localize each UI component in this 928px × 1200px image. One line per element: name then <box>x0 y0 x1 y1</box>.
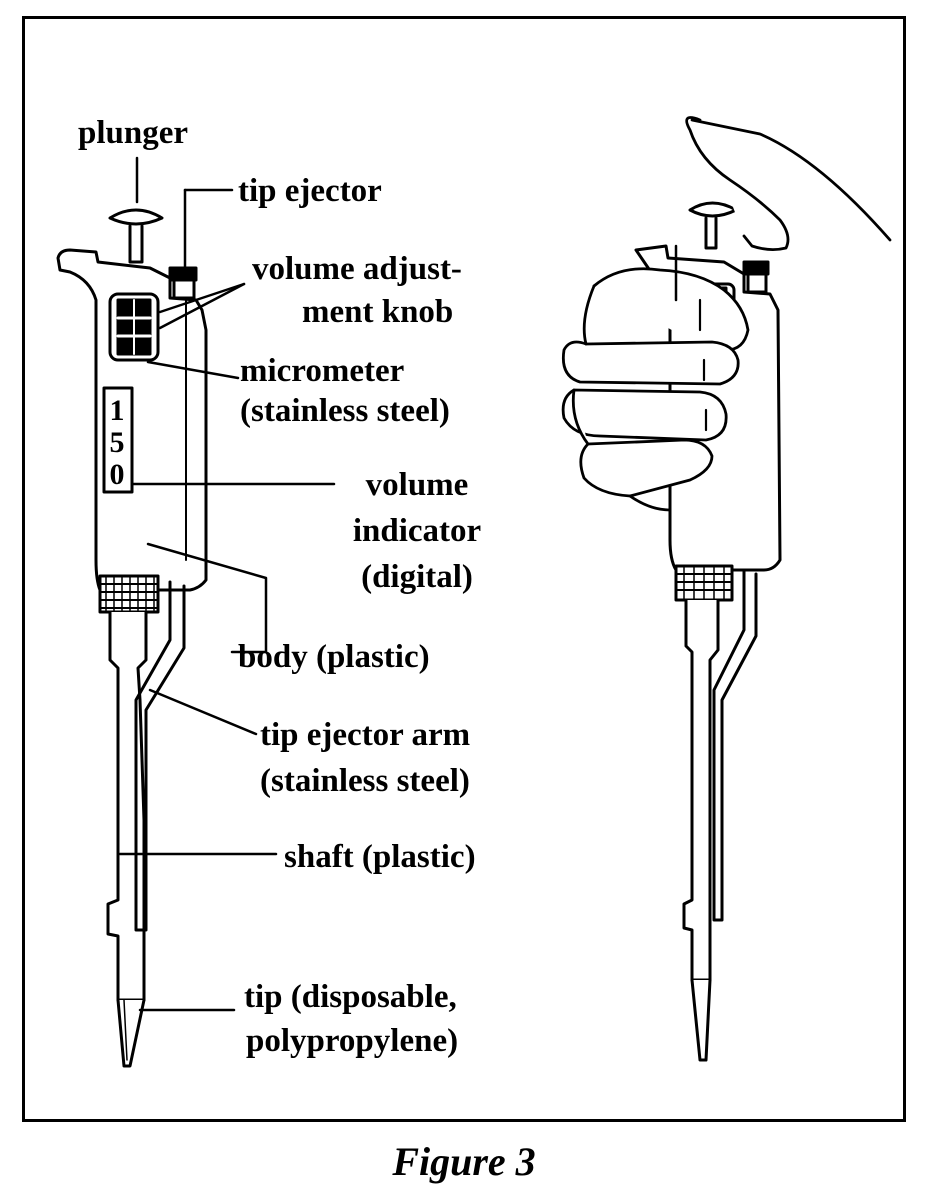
volume-digit-2: 5 <box>109 426 125 459</box>
micrometer-window <box>108 292 160 362</box>
label-volume-knob-1: volume adjust- <box>252 251 462 287</box>
threaded-collar <box>98 574 160 614</box>
label-tip-ejector-arm-1: tip ejector arm <box>260 717 471 753</box>
label-shaft: shaft (plastic) <box>284 839 476 875</box>
label-body: body (plastic) <box>238 639 430 675</box>
volume-digit-1: 1 <box>109 394 125 427</box>
label-volume-indicator-3: (digital) <box>361 559 473 595</box>
tip-ejector-button <box>168 266 198 300</box>
volume-display-box <box>102 386 134 494</box>
label-micrometer-1: micrometer <box>240 353 405 389</box>
label-tip-2: polypropylene) <box>246 1023 459 1059</box>
label-tip-ejector-arm-2: (stainless steel) <box>260 763 470 799</box>
label-tip-ejector: tip ejector <box>238 173 382 209</box>
label-volume-knob-2: ment knob <box>302 294 454 330</box>
figure-caption: Figure 3 <box>392 1139 536 1184</box>
hand <box>561 116 892 512</box>
right-pipette <box>561 116 892 1062</box>
label-volume-indicator-1: volume <box>365 467 469 503</box>
shaft-part <box>106 610 148 1002</box>
volume-digit-3: 0 <box>109 458 125 491</box>
plunger-part <box>108 208 164 264</box>
leader-lines <box>118 156 336 1012</box>
label-tip-1: tip (disposable, <box>244 979 457 1015</box>
label-plunger: plunger <box>78 115 189 151</box>
left-pipette <box>56 156 336 1068</box>
label-micrometer-2: (stainless steel) <box>240 393 450 429</box>
label-volume-indicator-2: indicator <box>352 513 482 549</box>
tip-ejector-arm-part <box>134 580 186 932</box>
